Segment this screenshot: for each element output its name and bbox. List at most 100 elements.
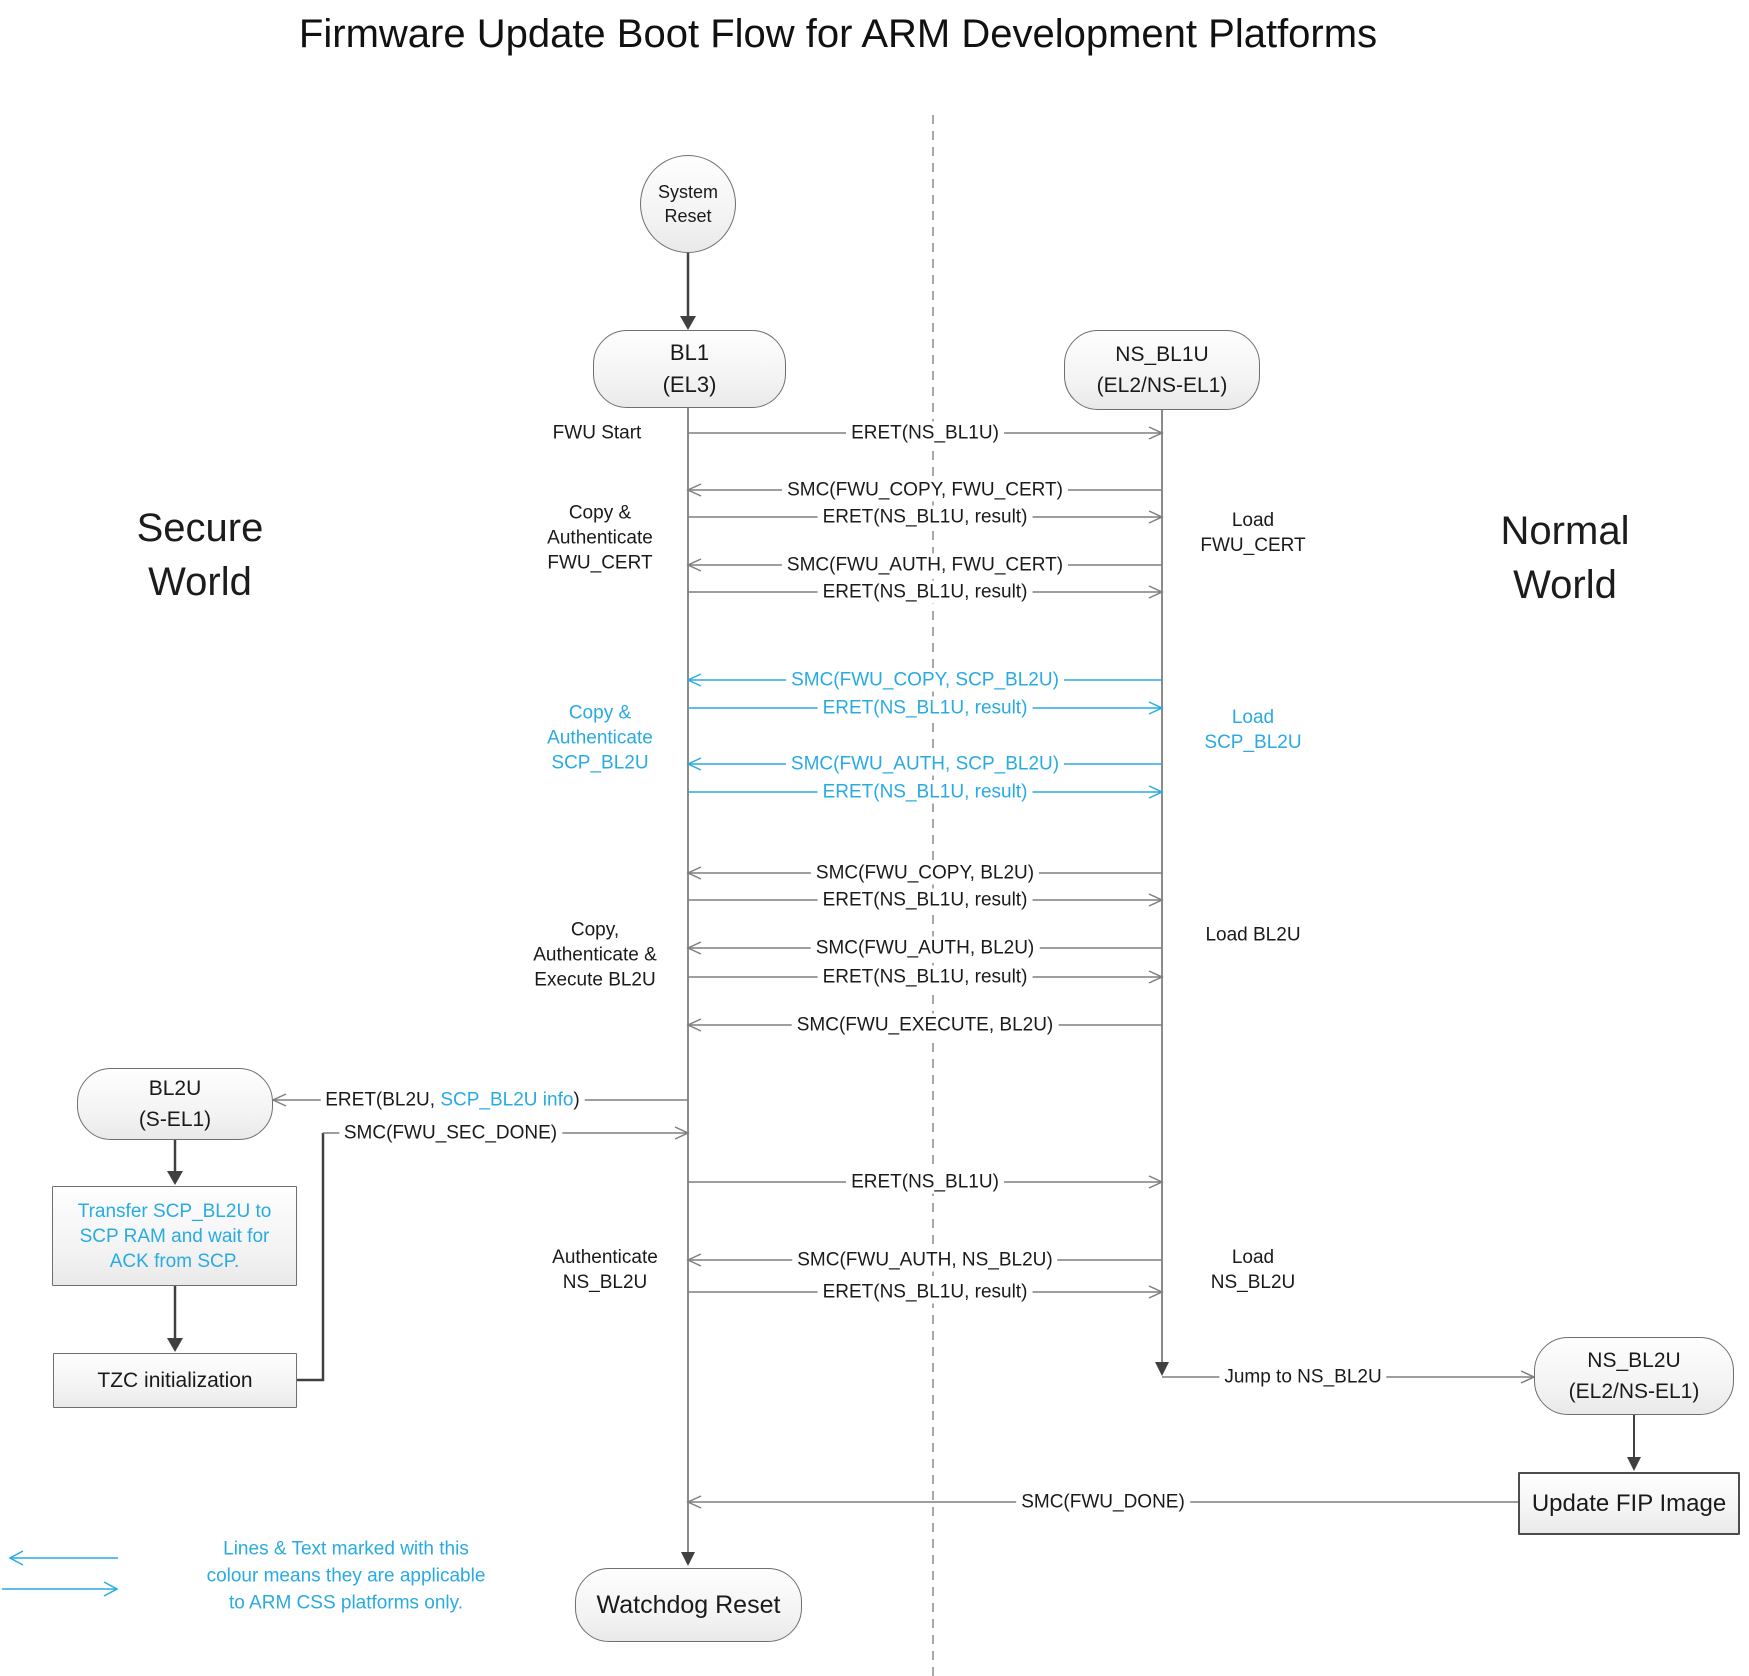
text-line: SCP_BL2U (1204, 732, 1302, 753)
bl2u-to-transfer-arrowhead (167, 1171, 183, 1185)
message-label-part: SMC(FWU_AUTH, SCP_BL2U) (790, 753, 1060, 775)
arrowhead-icon-eret-result-4 (1148, 785, 1164, 799)
message-label-eret-result-5: ERET(NS_BL1U, result) (817, 888, 1033, 912)
text-line: World (148, 560, 252, 604)
text-line: (S-EL1) (138, 1108, 212, 1131)
message-label-part: ERET(NS_BL1U, result) (822, 781, 1028, 803)
message-label-jump-to-ns-bl2u: Jump to NS_BL2U (1219, 1365, 1387, 1389)
message-label-smc-fwu-done: SMC(FWU_DONE) (1016, 1490, 1190, 1514)
arrowhead-icon-eret-result-6 (1148, 970, 1164, 984)
text-line: FWU_CERT (547, 552, 653, 574)
text-line: Transfer SCP_BL2U to (77, 1200, 272, 1222)
arrowhead-icon-smc-fwu-copy-bl2u (686, 866, 702, 880)
message-label-part: ERET(NS_BL1U) (851, 422, 999, 444)
arrowhead-icon-smc-fwu-execute-bl2u (686, 1018, 702, 1032)
text-line: Copy, (570, 919, 620, 941)
message-label-part: ERET(NS_BL1U, result) (822, 1281, 1028, 1303)
text-line: Authenticate (547, 727, 653, 749)
text-line: Copy & (568, 502, 632, 524)
text-line: ACK from SCP. (109, 1250, 240, 1272)
text-line: System (657, 182, 718, 202)
message-label-eret-result-1: ERET(NS_BL1U, result) (817, 505, 1033, 529)
transfer-to-tzc-arrowhead (167, 1338, 183, 1352)
message-label-part: SMC(FWU_COPY, FWU_CERT) (787, 479, 1063, 501)
side-label-fwu-start: FWU Start (552, 420, 642, 446)
message-label-eret-result-3: ERET(NS_BL1U, result) (817, 696, 1033, 720)
message-label-smc-fwu-copy-scp-bl2u: SMC(FWU_COPY, SCP_BL2U) (786, 668, 1064, 692)
arrowhead-icon-eret-ns-bl1u-2 (1148, 1175, 1164, 1189)
text-line: NS_BL2U (562, 1272, 648, 1293)
text-line: Load (1231, 510, 1275, 531)
watchdog-reset-label: Watchdog Reset (596, 1591, 781, 1619)
ns-bl1u-lifeline-arrowhead (1155, 1362, 1169, 1376)
message-label-eret-ns-bl1u-2: ERET(NS_BL1U) (846, 1170, 1004, 1194)
text-line: to ARM CSS platforms only. (228, 1592, 464, 1614)
message-label-part: ERET(NS_BL1U, result) (822, 506, 1028, 528)
message-label-part: ERET(NS_BL1U, result) (822, 889, 1028, 911)
ns-bl1u-node: NS_BL1U(EL2/NS-EL1) (1064, 330, 1260, 410)
bl1-node: BL1(EL3) (593, 330, 786, 408)
arrowhead-icon-smc-fwu-sec-done (674, 1126, 690, 1140)
message-label-part: ) (573, 1089, 580, 1111)
tzc-initialization-box: TZC initialization (53, 1353, 297, 1408)
message-label-smc-fwu-auth-fwu-cert: SMC(FWU_AUTH, FWU_CERT) (781, 553, 1069, 577)
message-label-part: Jump to NS_BL2U (1224, 1366, 1382, 1388)
text-line: Authenticate (552, 1247, 658, 1268)
text-line: Reset (664, 206, 712, 226)
arrowhead-icon-eret-result-2 (1148, 585, 1164, 599)
text-line: (EL3) (662, 372, 717, 397)
text-line: Load (1231, 1247, 1275, 1268)
message-label-part: SMC(FWU_AUTH, FWU_CERT) (786, 554, 1064, 576)
text-line: SCP RAM and wait for (79, 1225, 270, 1247)
text-line: Load (1231, 707, 1275, 728)
side-label-load-bl2u: Load BL2U (1205, 922, 1301, 948)
message-label-part: SMC(FWU_AUTH, NS_BL2U) (797, 1249, 1053, 1271)
message-label-smc-fwu-auth-bl2u: SMC(FWU_AUTH, BL2U) (810, 936, 1040, 960)
text-line: BL2U (148, 1077, 202, 1100)
message-label-part: SMC(FWU_AUTH, BL2U) (815, 937, 1035, 959)
ns-bl2u-node: NS_BL2U(EL2/NS-EL1) (1534, 1337, 1734, 1415)
text-line: Execute BL2U (534, 969, 656, 991)
text-line: NS_BL1U (1115, 343, 1209, 366)
bl2u-node: BL2U (S-EL1) (77, 1068, 273, 1140)
update-fip-image-label: Update FIP Image (1531, 1489, 1727, 1517)
message-label-part: ERET(BL2U, (325, 1089, 441, 1111)
arrowhead-icon-smc-fwu-auth-fwu-cert (686, 558, 702, 572)
legend-right-arrowhead-icon (103, 1581, 119, 1597)
text-line: Authenticate & (533, 944, 657, 966)
text-line: Lines & Text marked with this (223, 1538, 469, 1560)
system-reset-arrowhead (680, 316, 696, 330)
message-label-smc-fwu-auth-ns-bl2u: SMC(FWU_AUTH, NS_BL2U) (792, 1248, 1058, 1272)
legend-left-arrowhead-icon (8, 1550, 24, 1566)
legend-note: Lines & Text marked with this colour mean… (207, 1536, 486, 1617)
text-line: NS_BL2U (1587, 1349, 1681, 1372)
arrowhead-icon-smc-fwu-auth-bl2u (686, 941, 702, 955)
message-label-part: ERET(NS_BL1U, result) (822, 697, 1028, 719)
text-line: colour means they are applicable (206, 1565, 486, 1587)
message-label-eret-bl2u-scp-info: ERET(BL2U, SCP_BL2U info) (320, 1088, 585, 1112)
message-label-part: SCP_BL2U info (440, 1089, 574, 1111)
arrowhead-icon-eret-bl2u-scp-info (271, 1093, 287, 1107)
text-line: Load BL2U (1205, 924, 1301, 946)
arrowhead-icon-smc-fwu-copy-fwu-cert (686, 483, 702, 497)
arrowhead-icon-eret-result-7 (1148, 1285, 1164, 1299)
arrowhead-icon-eret-ns-bl1u-start (1148, 426, 1164, 440)
text-line: NS_BL2U (1210, 1272, 1296, 1293)
tzc-initialization-label: TZC initialization (97, 1368, 253, 1392)
text-line: Copy & (568, 702, 632, 724)
message-label-part: ERET(NS_BL1U) (851, 1171, 999, 1193)
message-label-part: SMC(FWU_DONE) (1021, 1491, 1185, 1513)
transfer-scp-bl2u-box: Transfer SCP_BL2U to SCP RAM and wait for… (52, 1186, 297, 1286)
tzc-to-smc-sec-done-connector (297, 1133, 325, 1382)
message-label-smc-fwu-sec-done: SMC(FWU_SEC_DONE) (338, 1121, 563, 1145)
message-label-eret-result-4: ERET(NS_BL1U, result) (817, 780, 1033, 804)
message-label-smc-fwu-execute-bl2u: SMC(FWU_EXECUTE, BL2U) (791, 1013, 1059, 1037)
text-line: World (1513, 563, 1617, 607)
